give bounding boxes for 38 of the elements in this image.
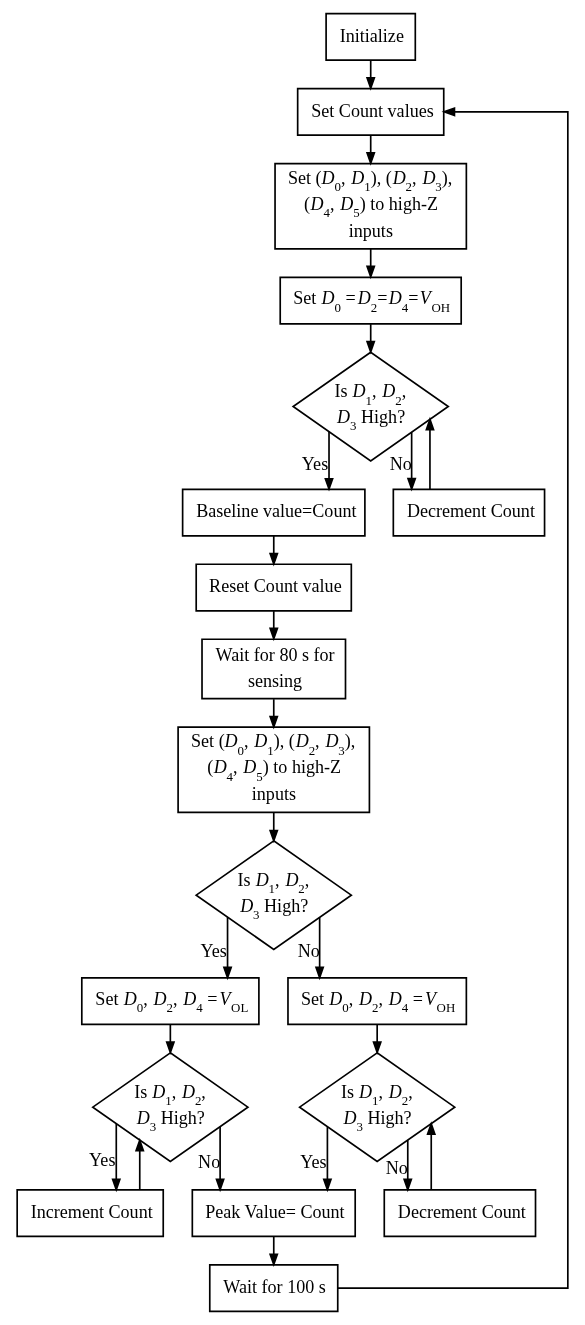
node-box: Set (D$_{0}$, D$_{1}$), (D$_{2}$, D$_{3}$), (D$_{4}$, D$_{5}$) to high-Z inputs: [274, 162, 468, 250]
arrow: [425, 416, 435, 490]
node-box: Wait for 80 s for sensing: [201, 638, 347, 700]
node-box: Baseline value=Count: [181, 488, 366, 537]
arrow: [365, 248, 376, 280]
arrow: [324, 430, 334, 492]
arrow: [365, 134, 376, 166]
arrow: [268, 535, 279, 567]
node-box: Set Count values: [296, 87, 445, 136]
arrow: [365, 323, 376, 355]
node-box: Set D$_{0}$ =D$_{2}$=D$_{4}$=V$_{OH}$: [279, 276, 463, 325]
node-box: Set D$_{0}$, D$_{2}$, D$_{4}$ =V$_{OH}$: [287, 977, 468, 1026]
arrow: [134, 1137, 145, 1191]
arrow: [406, 431, 417, 492]
arrow: [426, 1121, 437, 1191]
arrow: [268, 1235, 279, 1268]
node-box: Reset Count value: [195, 563, 353, 612]
arrow: [337, 107, 569, 1289]
arrow: [268, 610, 279, 642]
arrow: [322, 1126, 333, 1193]
arrow: [402, 1139, 413, 1193]
arrow: [268, 811, 279, 844]
node-box: Decrement Count: [383, 1189, 537, 1238]
node-box: Peak Value= Count: [191, 1189, 357, 1238]
arrow: [268, 698, 279, 730]
arrow: [314, 916, 325, 981]
node-box: Increment Count: [16, 1189, 165, 1238]
node-box: Set D$_{0}$, D$_{2}$, D$_{4}$ =V$_{OL}$: [80, 977, 260, 1026]
arrow: [365, 59, 376, 91]
arrow: [111, 1122, 122, 1193]
node-box: Decrement Count: [392, 488, 546, 537]
edge-label: Yes: [89, 1149, 116, 1170]
arrow: [215, 1126, 225, 1193]
node-box: Set (D$_{0}$, D$_{1}$), (D$_{2}$, D$_{3}$), (D$_{4}$, D$_{5}$) to high-Z inputs: [177, 726, 371, 814]
node-box: Wait for 100 s: [208, 1264, 339, 1313]
arrow: [222, 916, 233, 981]
arrow: [372, 1023, 382, 1055]
node-box: Initialize: [325, 12, 417, 61]
